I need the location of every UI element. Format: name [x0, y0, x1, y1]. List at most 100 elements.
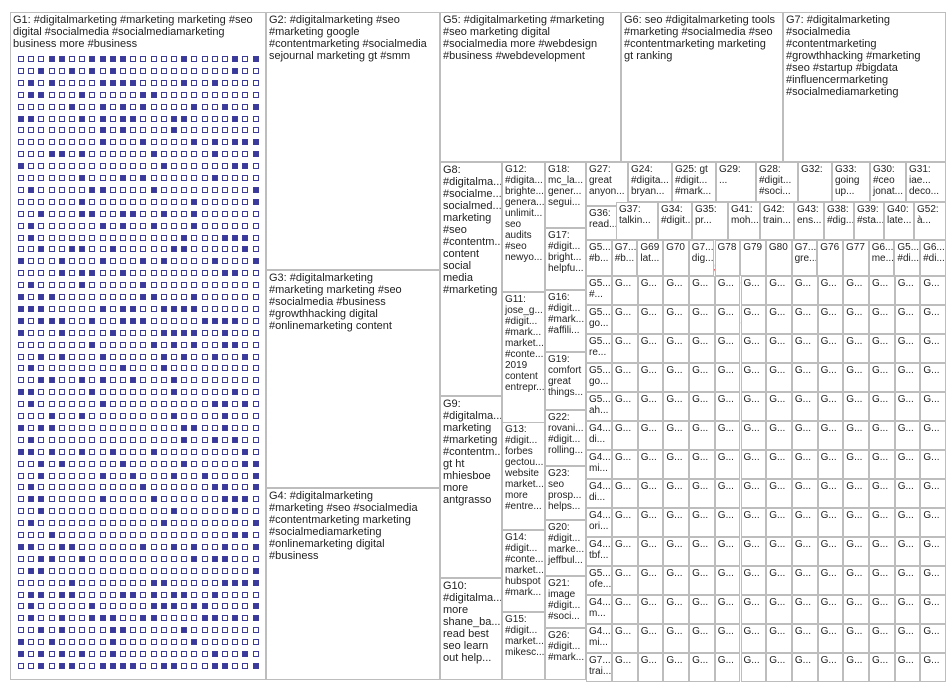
- node: [160, 413, 167, 419]
- group-label: G...: [640, 626, 657, 637]
- node: [58, 365, 65, 372]
- node: [160, 79, 167, 86]
- node: [58, 532, 65, 538]
- group-label: G7: #digitalmarketing #socialmedia #cont…: [786, 14, 921, 98]
- node: [150, 115, 157, 122]
- group-box-small: G...: [817, 624, 844, 653]
- node: [130, 210, 137, 217]
- node: [130, 543, 137, 550]
- group-label: G...: [923, 452, 940, 463]
- group-box-small: G...: [817, 392, 844, 421]
- group-box-small: G...: [740, 392, 767, 421]
- node: [211, 210, 218, 217]
- node: [109, 186, 116, 193]
- group-label: G...: [923, 481, 940, 492]
- node: [252, 175, 259, 181]
- group-box-small: G5... go...: [586, 363, 612, 392]
- group-box-g12: G12: #digita... brighte... genera... unl…: [502, 162, 545, 292]
- group-box-small: G...: [740, 421, 767, 450]
- node: [160, 424, 167, 431]
- node: [181, 56, 188, 62]
- group-label: G...: [666, 336, 683, 347]
- node: [191, 520, 198, 527]
- node: [79, 472, 86, 479]
- group-label: G...: [615, 365, 632, 376]
- node: [252, 270, 259, 277]
- group-box-small: G...: [869, 653, 895, 682]
- group-box-small: G...: [740, 450, 767, 479]
- node: [130, 389, 137, 396]
- node: [232, 508, 239, 515]
- node: [18, 532, 24, 538]
- node: [242, 115, 249, 122]
- node: [150, 413, 157, 419]
- group-box-small: G80: [765, 240, 792, 276]
- node: [69, 305, 75, 312]
- node: [120, 365, 126, 372]
- node: [191, 662, 198, 669]
- node: [79, 56, 86, 62]
- node: [38, 365, 45, 372]
- group-label: G...: [872, 278, 889, 289]
- group-box-small: G7... trai...: [586, 653, 612, 682]
- node: [120, 91, 126, 98]
- group-label: G...: [846, 394, 863, 405]
- group-label: G76: [820, 242, 840, 253]
- group-label: G...: [872, 336, 889, 347]
- node: [99, 329, 106, 336]
- node: [99, 341, 106, 348]
- node: [18, 186, 24, 193]
- node: [130, 448, 137, 455]
- group-box-small: G...: [894, 450, 921, 479]
- group-label: G...: [666, 597, 683, 608]
- group-label: G...: [769, 423, 786, 434]
- node: [252, 127, 259, 134]
- node: [18, 151, 24, 158]
- node: [232, 472, 239, 479]
- node: [38, 151, 45, 158]
- group-label: G...: [923, 278, 940, 289]
- group-box-small: G...: [791, 392, 818, 421]
- group-box-g2: G2: #digitalmarketing #seo #marketing go…: [266, 12, 440, 270]
- group-box-g16: G16: #digit... #mark... #affili...: [545, 290, 586, 352]
- group-box-g38: G38: #dig...: [824, 202, 854, 240]
- node: [252, 639, 259, 646]
- node: [252, 413, 259, 419]
- group-box-small: G...: [637, 305, 664, 334]
- group-label: G69 lat...: [640, 242, 660, 264]
- group-box-small: G...: [689, 479, 715, 508]
- group-label: G70: [666, 242, 685, 253]
- group-label: G...: [692, 510, 709, 521]
- group-label: G...: [820, 655, 837, 666]
- group-label: G77: [846, 242, 865, 253]
- node: [28, 79, 35, 86]
- node: [99, 198, 106, 205]
- node: [58, 79, 65, 86]
- node: [252, 389, 259, 396]
- node: [201, 56, 208, 62]
- node: [191, 424, 198, 431]
- node: [109, 246, 116, 253]
- group-label: G...: [923, 365, 940, 376]
- group-label: G41: moh...: [731, 204, 759, 226]
- group-box-small: G...: [894, 479, 921, 508]
- node: [201, 365, 208, 372]
- group-label: G...: [872, 510, 889, 521]
- node: [232, 67, 239, 74]
- node: [160, 401, 167, 408]
- node: [201, 413, 208, 419]
- node: [69, 103, 75, 110]
- node: [171, 627, 177, 634]
- group-box-small: G...: [869, 450, 895, 479]
- node: [222, 79, 228, 86]
- node: [69, 567, 75, 574]
- group-label: G...: [923, 307, 940, 318]
- group-box-g19: G19: comfort great things...: [545, 352, 586, 410]
- node: [99, 317, 106, 324]
- node: [222, 341, 228, 348]
- node: [79, 651, 86, 657]
- node: [211, 222, 218, 229]
- group-label: G...: [794, 423, 812, 434]
- group-label: G13: #digit... forbes gectou... website …: [505, 424, 544, 512]
- group-box-small: G...: [920, 450, 947, 479]
